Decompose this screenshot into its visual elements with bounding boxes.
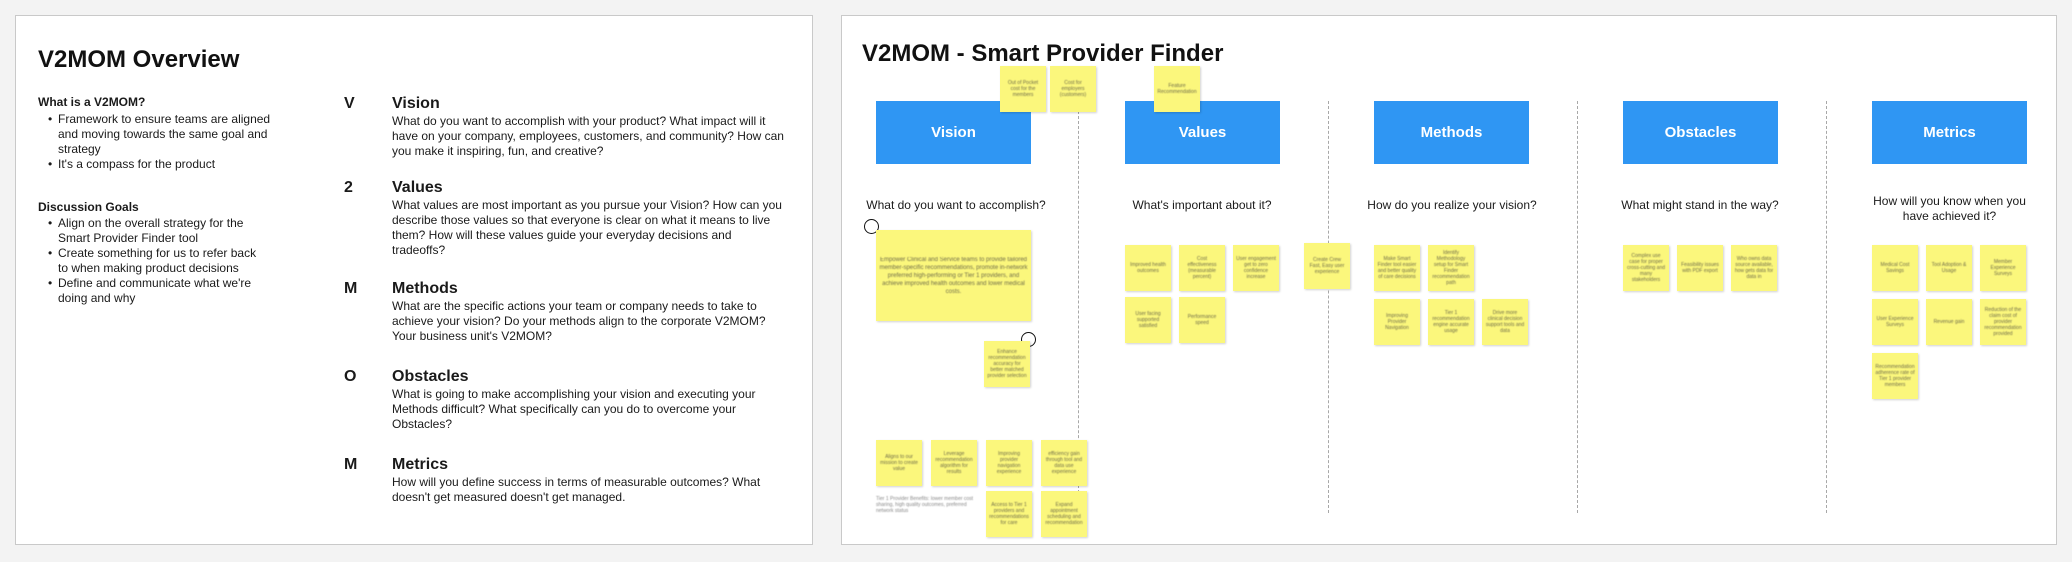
vision-title: Vision xyxy=(392,95,440,112)
list-item: Align on the overall strategy for the Sm… xyxy=(38,216,263,246)
obstacles-column-header[interactable]: Obstacles xyxy=(1623,101,1778,164)
sticky-note[interactable]: Cost for employers (customers) xyxy=(1050,66,1096,112)
sticky-note[interactable]: Identify Methodology setup for Smart Fin… xyxy=(1428,245,1474,291)
discussion-goals-list: Align on the overall strategy for the Sm… xyxy=(38,216,263,306)
column-divider xyxy=(1078,101,1079,513)
sticky-note[interactable]: Feasibility issues with PDF export xyxy=(1677,245,1723,291)
sticky-note[interactable]: Make Smart Finder tool easier and better… xyxy=(1374,245,1420,291)
sticky-note[interactable]: User facing supported satisfied xyxy=(1125,297,1171,343)
list-item: Framework to ensure teams are aligned an… xyxy=(38,112,278,157)
sticky-note[interactable]: Drive more clinical decision support too… xyxy=(1482,299,1528,345)
methods-description: What are the specific actions your team … xyxy=(392,299,766,343)
sticky-note[interactable]: User engagement get to zero confidence i… xyxy=(1233,245,1279,291)
sticky-note[interactable]: Feature Recommendation xyxy=(1154,66,1200,112)
metrics-question: How will you know when you have achieved… xyxy=(1873,194,2026,223)
sticky-note[interactable]: Cost effectiveness (measurable percent) xyxy=(1179,245,1225,291)
discussion-goals-heading: Discussion Goals xyxy=(38,200,139,214)
metrics-title: Metrics xyxy=(392,456,449,473)
vision-note-text: Tier 1 Provider Benefits: lower member c… xyxy=(876,496,974,514)
sticky-note[interactable]: Complex use case for proper cross-cuttin… xyxy=(1623,245,1669,291)
values-letter: 2 xyxy=(344,179,353,196)
values-description: What values are most important as you pu… xyxy=(392,198,782,257)
sticky-note[interactable]: Access to Tier 1 providers and recommend… xyxy=(986,491,1032,537)
obstacles-description: What is going to make accomplishing your… xyxy=(392,387,756,431)
metrics-letter: M xyxy=(344,456,358,473)
list-item: Create something for us to refer back to… xyxy=(38,246,263,276)
column-divider xyxy=(1577,101,1578,513)
obstacles-letter: O xyxy=(344,368,357,385)
sticky-note[interactable]: Improving provider navigation experience xyxy=(986,440,1032,486)
sticky-note[interactable]: Aligns to our mission to create value xyxy=(876,440,922,486)
sticky-note[interactable]: Tier 1 recommendation engine accurate us… xyxy=(1428,299,1474,345)
metrics-column-header[interactable]: Metrics xyxy=(1872,101,2027,164)
list-item: It's a compass for the product xyxy=(38,157,278,172)
sticky-note[interactable]: Who owns data source available, how gets… xyxy=(1731,245,1777,291)
sticky-note[interactable]: Medical Cost Savings xyxy=(1872,245,1918,291)
sticky-note[interactable]: Tool Adoption & Usage xyxy=(1926,245,1972,291)
avatar-marker[interactable] xyxy=(864,219,879,234)
sticky-note-vision-statement[interactable]: Empower Clinical and Service teams to pr… xyxy=(876,230,1031,321)
board-title: V2MOM - Smart Provider Finder xyxy=(862,40,1224,67)
sticky-note[interactable]: Enhance recommendation accuracy for bett… xyxy=(984,341,1030,387)
values-question: What's important about it? xyxy=(1132,198,1272,212)
smart-provider-finder-board[interactable]: V2MOM - Smart Provider Finder Vision Val… xyxy=(841,15,2057,545)
sticky-note[interactable]: Recommendation adherence rate of Tier 1 … xyxy=(1872,353,1918,399)
sticky-note[interactable]: Member Experience Surveys xyxy=(1980,245,2026,291)
metrics-description: How will you define success in terms of … xyxy=(392,475,761,504)
methods-title: Methods xyxy=(392,280,458,297)
methods-column-header[interactable]: Methods xyxy=(1374,101,1529,164)
column-divider xyxy=(1328,101,1329,513)
sticky-note[interactable]: Improved health outcomes xyxy=(1125,245,1171,291)
methods-letter: M xyxy=(344,280,358,297)
vision-letter: V xyxy=(344,95,355,112)
sticky-note[interactable]: Performance speed xyxy=(1179,297,1225,343)
obstacles-title: Obstacles xyxy=(392,368,469,385)
values-title: Values xyxy=(392,179,443,196)
what-is-list: Framework to ensure teams are aligned an… xyxy=(38,112,278,172)
list-item: Define and communicate what we're doing … xyxy=(38,276,263,306)
sticky-note[interactable]: Improving Provider Navigation xyxy=(1374,299,1420,345)
overview-title: V2MOM Overview xyxy=(38,46,240,73)
what-is-heading: What is a V2MOM? xyxy=(38,95,146,109)
vision-description: What do you want to accomplish with your… xyxy=(392,114,784,158)
column-divider xyxy=(1826,101,1827,513)
sticky-note[interactable]: Reduction of the claim cost of provider … xyxy=(1980,299,2026,345)
sticky-note[interactable]: Leverage recommendation algorithm for re… xyxy=(931,440,977,486)
sticky-note[interactable]: Expand appointment scheduling and recomm… xyxy=(1041,491,1087,537)
vision-question: What do you want to accomplish? xyxy=(866,198,1046,212)
values-column-header[interactable]: Values xyxy=(1125,101,1280,164)
sticky-note[interactable]: Out of Pocket cost for the members xyxy=(1000,66,1046,112)
sticky-note[interactable]: User Experience Surveys xyxy=(1872,299,1918,345)
obstacles-question: What might stand in the way? xyxy=(1621,198,1779,212)
sticky-note[interactable]: Revenue gain xyxy=(1926,299,1972,345)
sticky-note[interactable]: Create Crew Fast, Easy user experience xyxy=(1304,243,1350,289)
sticky-note[interactable]: efficiency gain through tool and data us… xyxy=(1041,440,1087,486)
v2mom-overview-board[interactable]: V2MOM Overview What is a V2MOM? Framewor… xyxy=(15,15,813,545)
methods-question: How do you realize your vision? xyxy=(1367,198,1537,212)
